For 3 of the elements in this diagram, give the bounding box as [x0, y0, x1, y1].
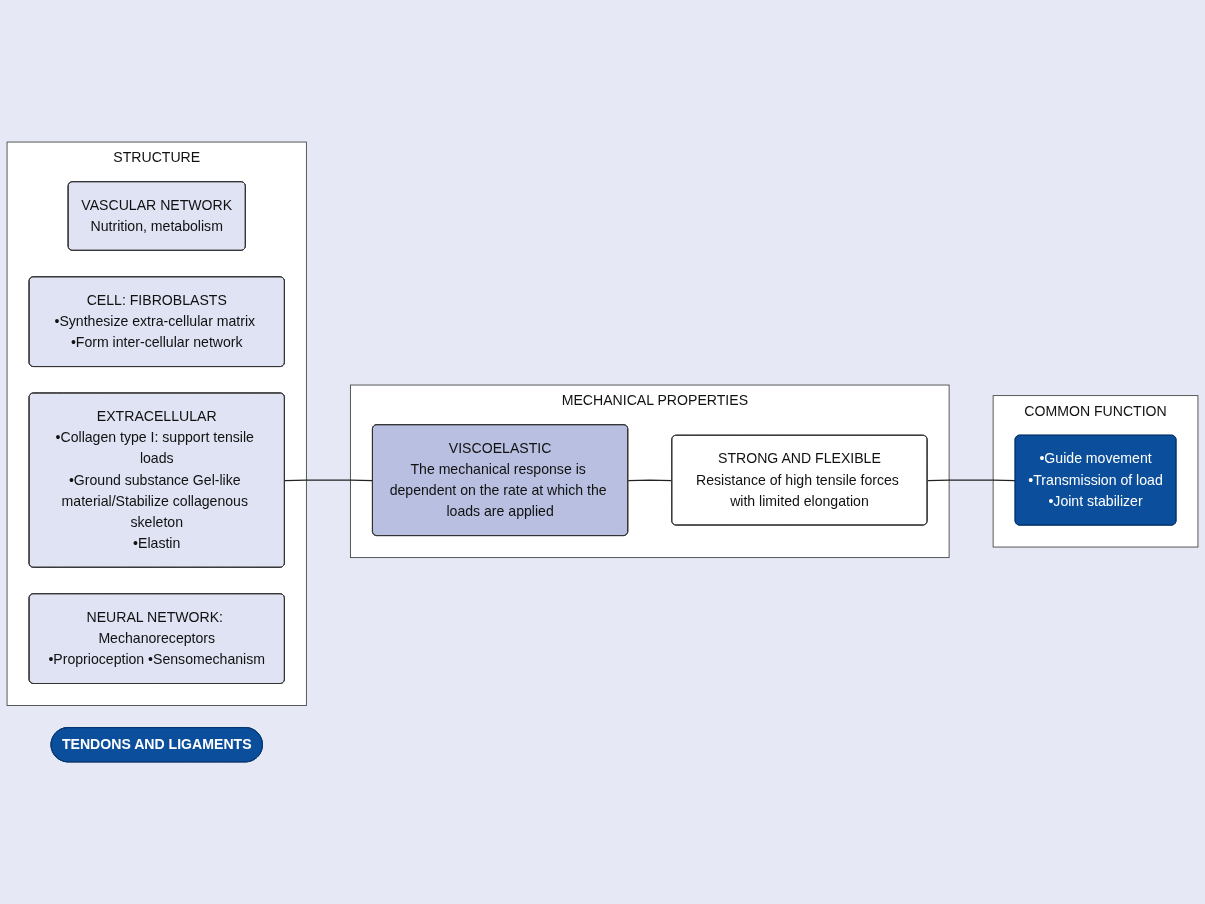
connector [926, 479, 1017, 482]
connector [627, 479, 673, 482]
connector [284, 479, 374, 482]
